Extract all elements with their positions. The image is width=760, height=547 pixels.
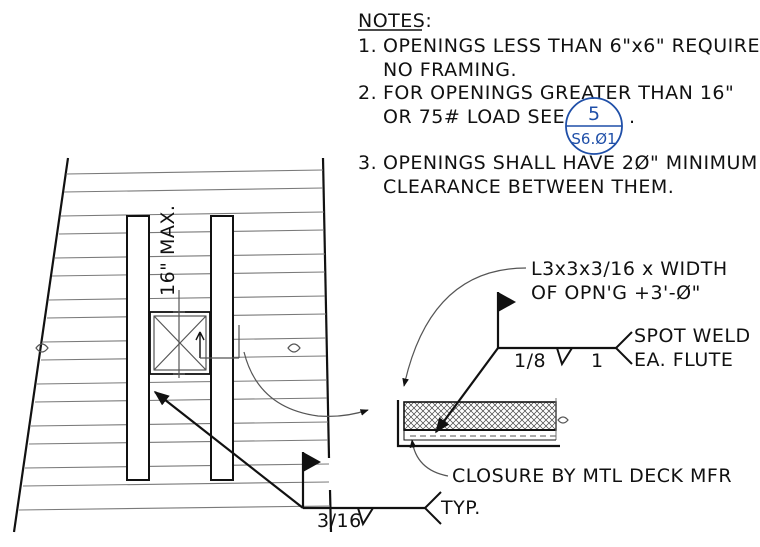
weld-length-top: 1: [591, 350, 604, 372]
note-1-line-2: NO FRAMING.: [383, 59, 517, 81]
deck-left-edge: [12, 157, 70, 533]
break-symbol-section: [557, 416, 569, 424]
deck-opening-inner: [153, 315, 207, 371]
weld-arrow-bottom: [153, 391, 304, 509]
weld-size-top: 1/8: [514, 350, 546, 372]
note-1-line-1: OPENINGS LESS THAN 6"x6" REQUIRE: [383, 35, 760, 57]
angle-leader-curve: [402, 267, 527, 387]
angle-profile: [396, 400, 560, 448]
angle-label-line-2: OF OPN'G +3'-Ø": [531, 282, 701, 304]
weld-tail-bottom: [423, 491, 442, 525]
deck-right-edge-lower: [328, 489, 333, 533]
fillet-weld-symbol-bottom: [357, 507, 374, 527]
note-2-trail: .: [629, 106, 636, 128]
weld-size-bottom: 3/16: [317, 510, 362, 532]
fillet-weld-symbol-top: [556, 347, 573, 367]
spot-weld-line-1: SPOT WELD: [634, 325, 751, 347]
section-cut-arrow: [195, 331, 205, 358]
opening-diagonal-2: [153, 315, 207, 371]
note-3-number: 3.: [358, 152, 377, 174]
section-detail: L3x3x3/16 x WIDTH OF OPN'G +3'-Ø" 1/8 1 …: [396, 258, 751, 487]
note-1-number: 1.: [358, 35, 377, 57]
field-weld-flag-top: [498, 292, 516, 312]
section-leader-curve: [243, 351, 369, 417]
typ-label: TYP.: [440, 497, 481, 519]
weld-symbol-top: 1/8 1 SPOT WELD EA. FLUTE: [435, 292, 751, 434]
break-symbol-left: [35, 343, 49, 353]
notes-block: NOTES: 1. OPENINGS LESS THAN 6"x6" REQUI…: [358, 10, 760, 198]
angle-label-line-1: L3x3x3/16 x WIDTH: [531, 258, 728, 280]
angle-frame-left: [126, 215, 150, 481]
note-2-line-1: FOR OPENINGS GREATER THAN 16": [383, 82, 734, 104]
detail-callout[interactable]: 5 S6.Ø1: [565, 97, 623, 155]
note-2-line-2: OR 75# LOAD SEE: [383, 106, 565, 128]
callout-number: 5: [588, 103, 600, 125]
spot-weld-line-2: EA. FLUTE: [634, 349, 733, 371]
note-3-line-1: OPENINGS SHALL HAVE 2Ø" MINIMUM: [383, 152, 758, 174]
field-weld-flag-bottom: [303, 452, 321, 472]
deck-section-hatch: [403, 401, 557, 431]
closure-leader: [409, 439, 449, 477]
weld-tail-top: [614, 331, 633, 365]
notes-heading: NOTES:: [358, 10, 432, 32]
note-3-line-2: CLEARANCE BETWEEN THEM.: [383, 176, 674, 198]
deck-right-edge-upper: [321, 157, 331, 459]
weld-arrow-top: [435, 347, 499, 434]
deck-plan: 16" MAX.: [12, 157, 369, 533]
dimension-label: 16" MAX.: [157, 205, 179, 296]
break-symbol-right: [287, 343, 301, 353]
closure-profile: [403, 402, 556, 441]
angle-frame-right: [210, 215, 234, 481]
note-2-number: 2.: [358, 82, 377, 104]
callout-sheet: S6.Ø1: [571, 130, 616, 148]
closure-label: CLOSURE BY MTL DECK MFR: [452, 465, 732, 487]
weld-symbol-bottom: 3/16 TYP.: [153, 391, 481, 532]
